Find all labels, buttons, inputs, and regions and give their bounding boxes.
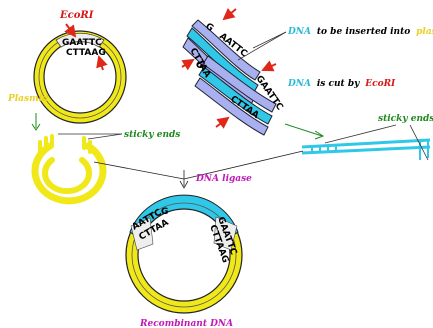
cut-arrow-icon	[224, 9, 236, 19]
ecori-inline-text: EcoRI	[364, 79, 396, 89]
plasmid-inline-text: plasmid	[416, 27, 433, 37]
caption-pointer	[238, 32, 286, 60]
dna-insert-caption: DNA to be inserted into plasmid	[287, 27, 433, 37]
cut-arrow-icon	[216, 118, 228, 127]
ligase-line	[94, 162, 184, 179]
cut-arrow-icon	[263, 64, 276, 70]
sticky-ends-label-right: sticky ends	[378, 114, 433, 124]
dna-word: DNA	[287, 27, 311, 37]
plasmid-label: Plasmid	[7, 94, 49, 104]
to-be-inserted-text: to be inserted into	[317, 27, 410, 37]
opened-plasmid	[35, 136, 103, 201]
plasmid-outer-sequence: GAATTC	[62, 38, 102, 48]
recombinant-left-g: G	[161, 207, 168, 217]
is-cut-by-text: is cut by	[317, 79, 360, 89]
dna-cut-caption: DNA is cut by EcoRI	[287, 79, 396, 89]
fragment-left-g: G	[196, 61, 203, 71]
sticky-pointer	[325, 125, 396, 143]
caption-pointer	[253, 32, 286, 48]
recombinant-dna-label: Recombinant DNA	[139, 319, 233, 328]
plasmid-inner-sequence: CTTAAG	[66, 48, 106, 58]
dna-ligase-label: DNA ligase	[195, 174, 252, 184]
sticky-pointer	[88, 134, 122, 139]
dna-word: DNA	[287, 79, 311, 89]
right-arrow-icon	[285, 124, 322, 136]
linear-dna-fragment	[302, 140, 430, 160]
cut-arrow-icon	[182, 60, 193, 67]
sticky-ends-label-left: sticky ends	[124, 130, 180, 140]
ecori-label: EcoRI	[59, 10, 94, 21]
